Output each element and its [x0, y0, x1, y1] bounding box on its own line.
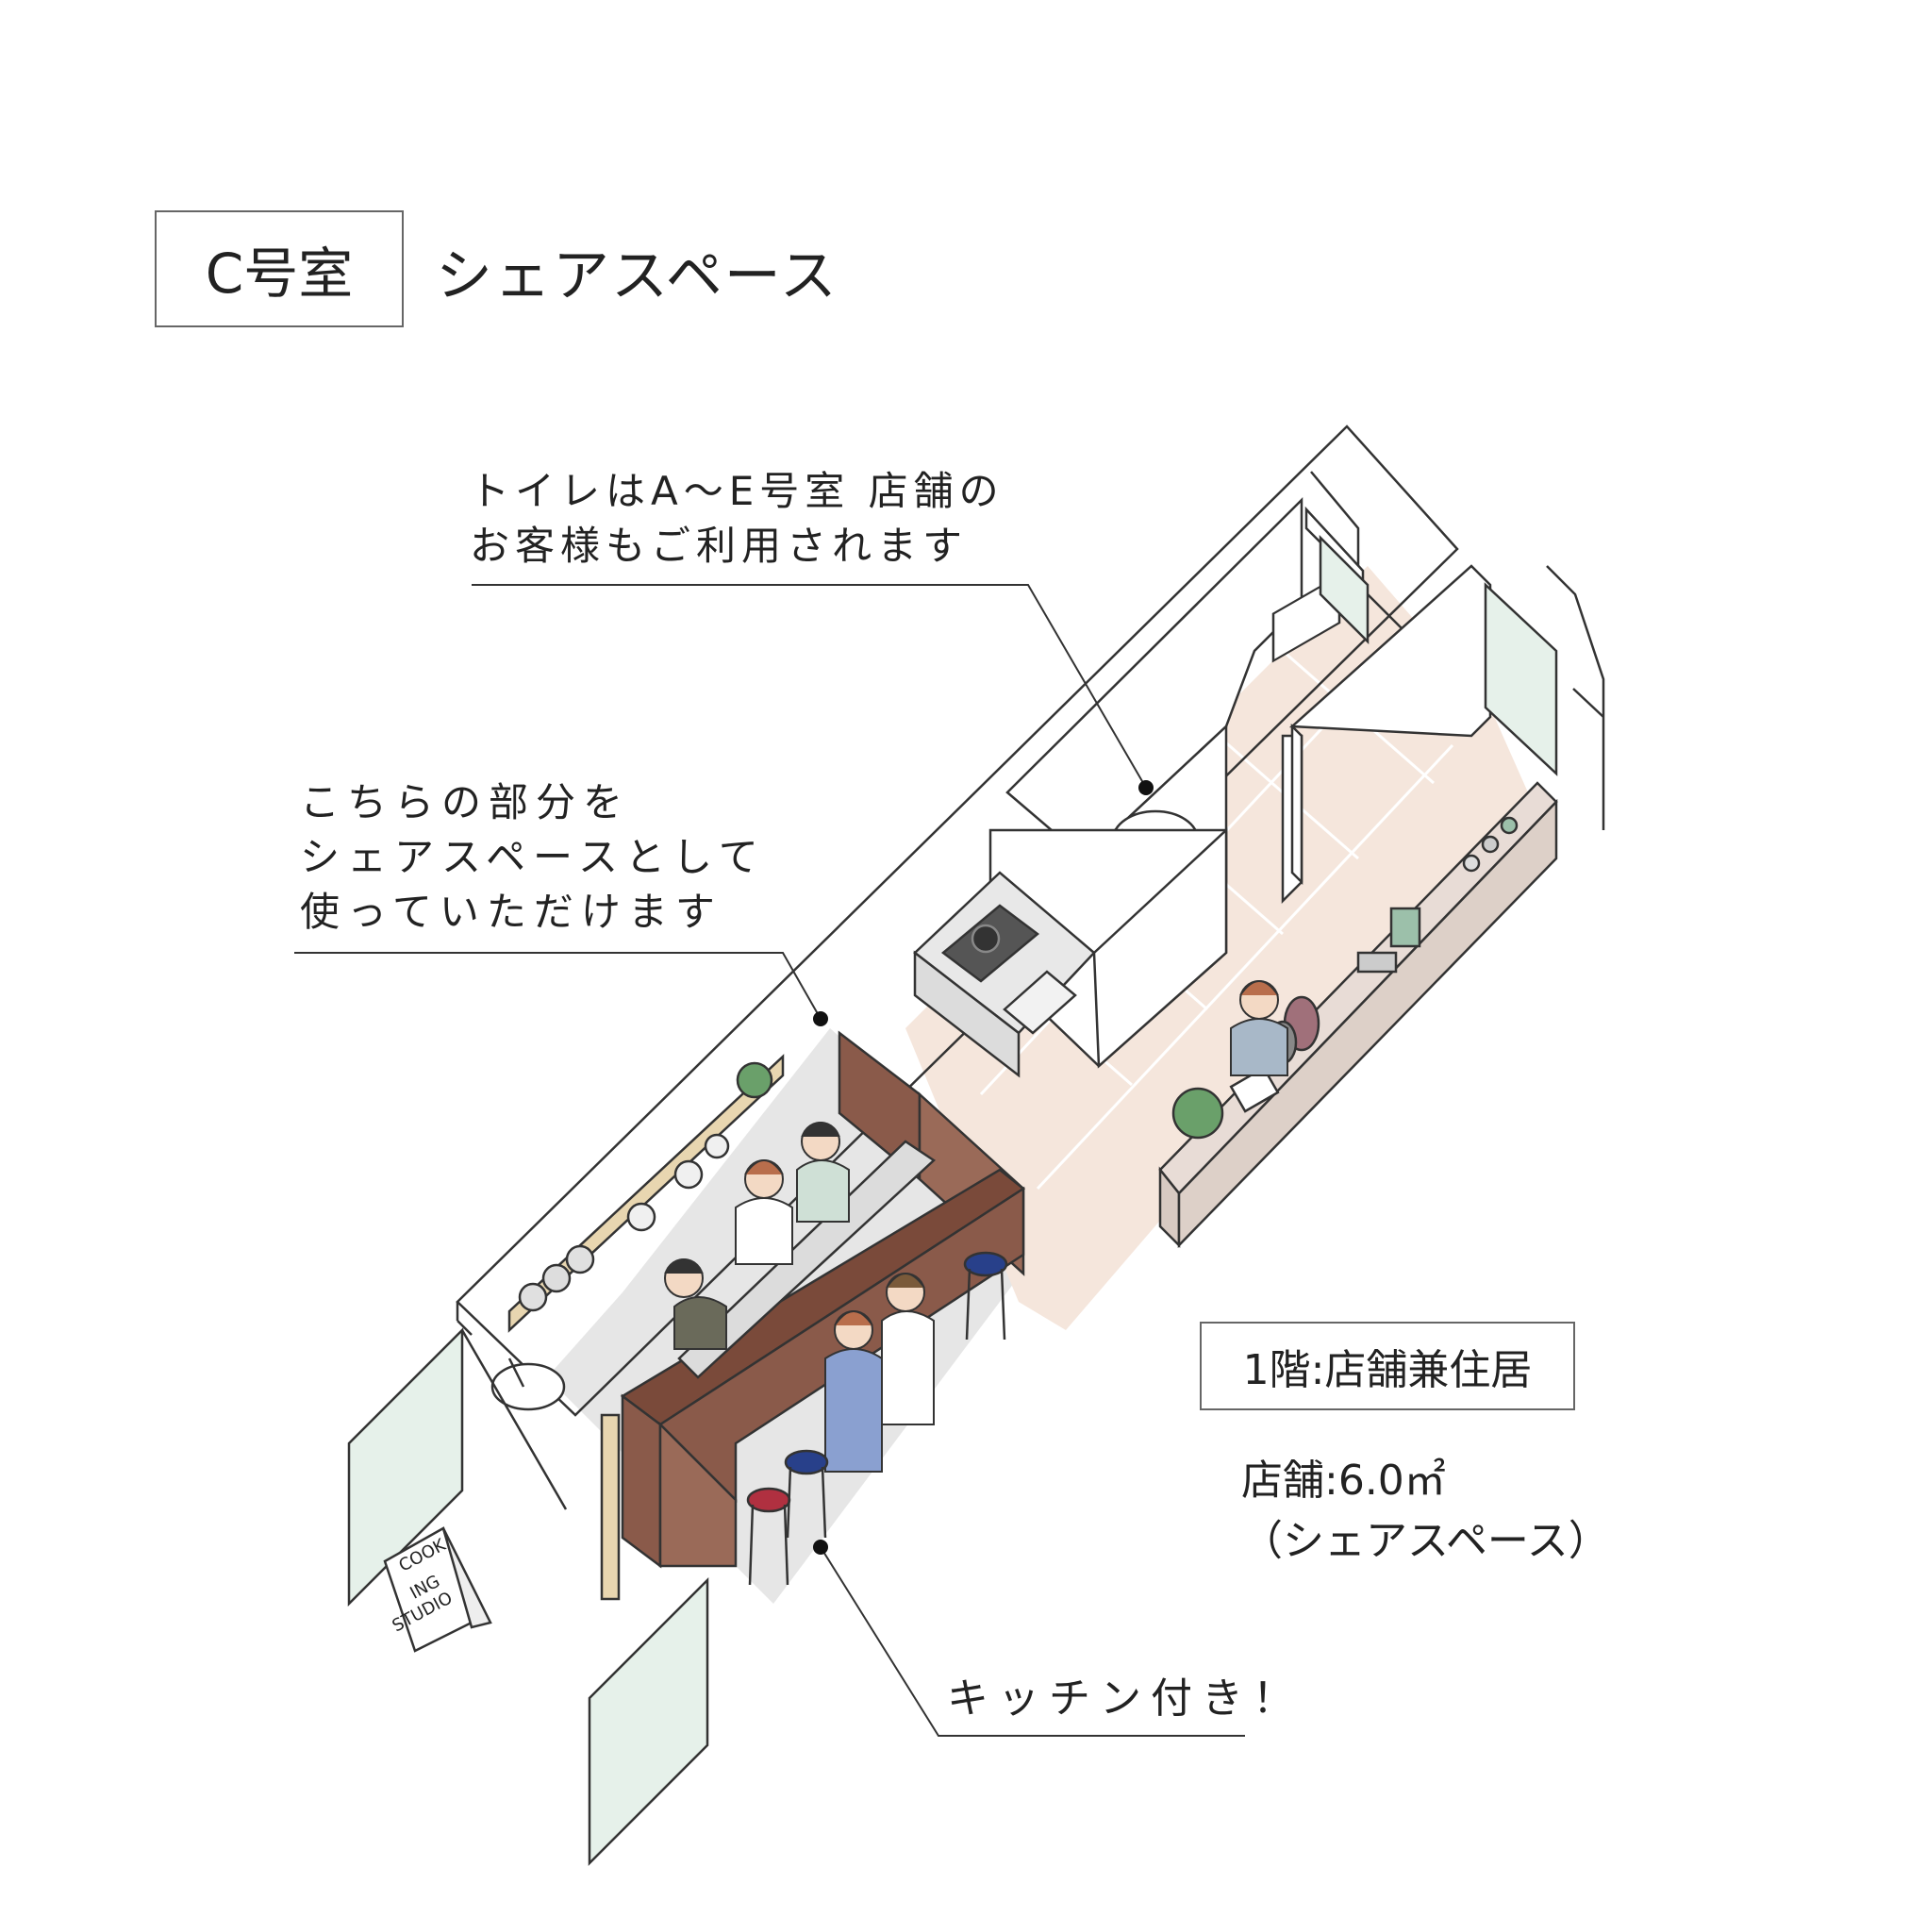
- toilet-callout-line-2: お客様もご利用されます: [470, 523, 969, 569]
- room-label-box: C号室: [155, 210, 404, 327]
- person-3: [664, 1258, 727, 1350]
- callout-dots: [813, 780, 1154, 1555]
- person-4: [824, 1310, 883, 1473]
- person-right-counter: [1230, 980, 1288, 1076]
- shelf-plant-icon: [736, 1061, 773, 1099]
- paper-icon: [1229, 1066, 1280, 1113]
- stool-blue-front: [784, 1449, 829, 1539]
- rear-walls: [1288, 564, 1558, 886]
- share-callout-line-1: こちらの部分を: [300, 779, 631, 825]
- wall-sink-icon: [490, 1357, 566, 1411]
- sink-icon: [1003, 970, 1077, 1035]
- area-note: （シェアスペース）: [1241, 1517, 1610, 1565]
- cooking-studio-sign: COOK ING STUDIO: [383, 1526, 492, 1653]
- share-space-callout: こちらの部分を シェアスペースとして 使っていただけます: [300, 775, 766, 940]
- kitchenette: [913, 827, 1228, 1078]
- tray-icon: [1356, 951, 1398, 974]
- person-2: [796, 1122, 850, 1223]
- cup-icon: [1462, 854, 1481, 873]
- floor-label-box: 1階:店舗兼住居: [1200, 1322, 1575, 1410]
- area-value: 店舗:6.0㎡: [1241, 1457, 1446, 1505]
- stool-red: [746, 1487, 791, 1586]
- right-counter: [1158, 781, 1558, 1249]
- stool-blue-back: [963, 1251, 1008, 1341]
- leader-lines: [294, 584, 1245, 1737]
- share-callout-line-3: 使っていただけます: [300, 889, 722, 935]
- wall-shelf: [507, 1054, 785, 1333]
- person-1: [735, 1159, 793, 1265]
- toilet-callout: トイレはA〜E号室 店舗の お客様もご利用されます: [470, 464, 1005, 574]
- plant-icon: [1171, 1087, 1224, 1140]
- people-at-island: [664, 1122, 935, 1473]
- rear-glass-door: [1484, 582, 1558, 776]
- area-info: 店舗:6.0㎡ （シェアスペース）: [1241, 1451, 1610, 1572]
- floor-label: 1階:店舗兼住居: [1242, 1346, 1533, 1394]
- toilet-callout-line-1: トイレはA〜E号室 店舗の: [470, 468, 1005, 514]
- kitchen-callout: キッチン付き！: [947, 1674, 1303, 1723]
- page-title: シェアスペース: [436, 243, 838, 309]
- share-callout-line-2: シェアスペースとして: [300, 834, 766, 880]
- stools: [746, 1251, 1008, 1586]
- toilet-glass-door: [1319, 534, 1370, 645]
- books-icon: [1389, 907, 1421, 948]
- front-glass-doors: [347, 1326, 709, 1867]
- person-5: [881, 1273, 935, 1425]
- jar-icon: [518, 1282, 548, 1312]
- wooden-post: [600, 1413, 621, 1601]
- bowl-icon: [626, 1202, 656, 1232]
- room-label: C号室: [205, 242, 354, 306]
